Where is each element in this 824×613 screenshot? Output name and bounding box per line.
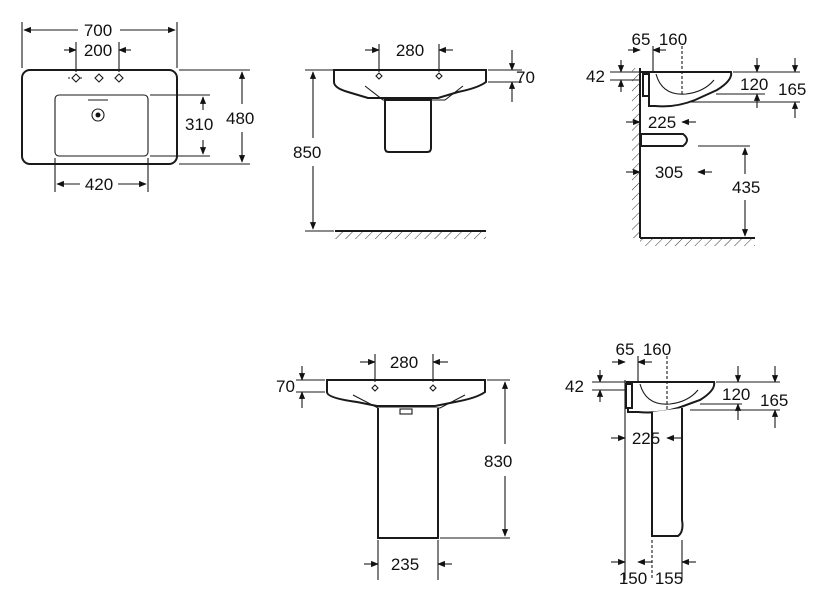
dim-pedestal-side-offset-a: 65 xyxy=(616,340,635,359)
dim-front-tap-spacing: 280 xyxy=(396,41,424,60)
dim-top-width: 700 xyxy=(84,21,112,40)
dim-side-bracket-height: 435 xyxy=(732,178,760,197)
dim-pedestal-side-rim: 42 xyxy=(565,377,584,396)
dim-pedestal-side-base-a: 150 xyxy=(619,569,647,588)
dim-pedestal-side-depth-a: 225 xyxy=(632,429,660,448)
dim-side-offset-b: 160 xyxy=(659,30,687,49)
basin-side-pedestal xyxy=(626,381,716,414)
pedestal-notch xyxy=(399,408,413,415)
dim-pedestal-width: 235 xyxy=(391,555,419,574)
tap-holes-front xyxy=(375,72,443,80)
semi-pedestal-side xyxy=(640,133,688,147)
drain-center-icon xyxy=(95,112,101,118)
top-view: 700 200 420 480 310 xyxy=(21,21,254,194)
tap-side-pedestal xyxy=(625,383,633,409)
floor-hatch-side xyxy=(640,239,755,246)
side-view-pedestal: 65 160 42 120 165 225 150 155 xyxy=(565,340,788,588)
dim-top-tap-spacing: 200 xyxy=(84,41,112,60)
tap-holes xyxy=(68,73,124,83)
dim-side-offset-a: 65 xyxy=(632,30,651,49)
basin-front xyxy=(333,69,487,99)
side-view-wall: 65 160 42 120 165 225 305 435 xyxy=(586,30,806,246)
basin-front-pedestal xyxy=(326,379,486,407)
dim-front-mount-height: 850 xyxy=(293,143,321,162)
dim-pedestal-side-drop-a: 120 xyxy=(722,385,750,404)
dim-top-depth: 480 xyxy=(226,109,254,128)
dim-pedestal-rim-height: 70 xyxy=(276,377,295,396)
dim-pedestal-side-drop-b: 165 xyxy=(760,391,788,410)
dim-top-bowl-width: 420 xyxy=(85,175,113,194)
dim-pedestal-side-offset-b: 160 xyxy=(643,340,671,359)
front-view-pedestal: 280 70 830 235 xyxy=(276,353,512,580)
floor-hatch xyxy=(335,232,486,239)
wall-hatch xyxy=(632,68,640,238)
front-view-wall: 280 70 850 xyxy=(293,41,535,239)
pedestal-column xyxy=(377,408,439,539)
dim-side-depth-a: 225 xyxy=(648,113,676,132)
dim-top-bowl-depth: 310 xyxy=(185,115,213,134)
semi-pedestal xyxy=(384,99,432,153)
tap-side xyxy=(642,73,650,97)
basin-side xyxy=(641,71,733,108)
pedestal-side-column xyxy=(651,408,684,537)
bowl-outline xyxy=(54,94,149,157)
drain-icon xyxy=(91,108,105,122)
dim-side-drop-a: 120 xyxy=(740,75,768,94)
tap-holes-front-pedestal xyxy=(371,384,437,392)
dim-front-rim-height: 70 xyxy=(516,68,535,87)
dim-side-drop-b: 165 xyxy=(778,80,806,99)
dim-pedestal-tap-spacing: 280 xyxy=(390,353,418,372)
dim-pedestal-side-base-b: 155 xyxy=(655,569,683,588)
dim-side-rim: 42 xyxy=(586,67,605,86)
dim-side-depth-b: 305 xyxy=(655,163,683,182)
dim-pedestal-total-height: 830 xyxy=(484,452,512,471)
